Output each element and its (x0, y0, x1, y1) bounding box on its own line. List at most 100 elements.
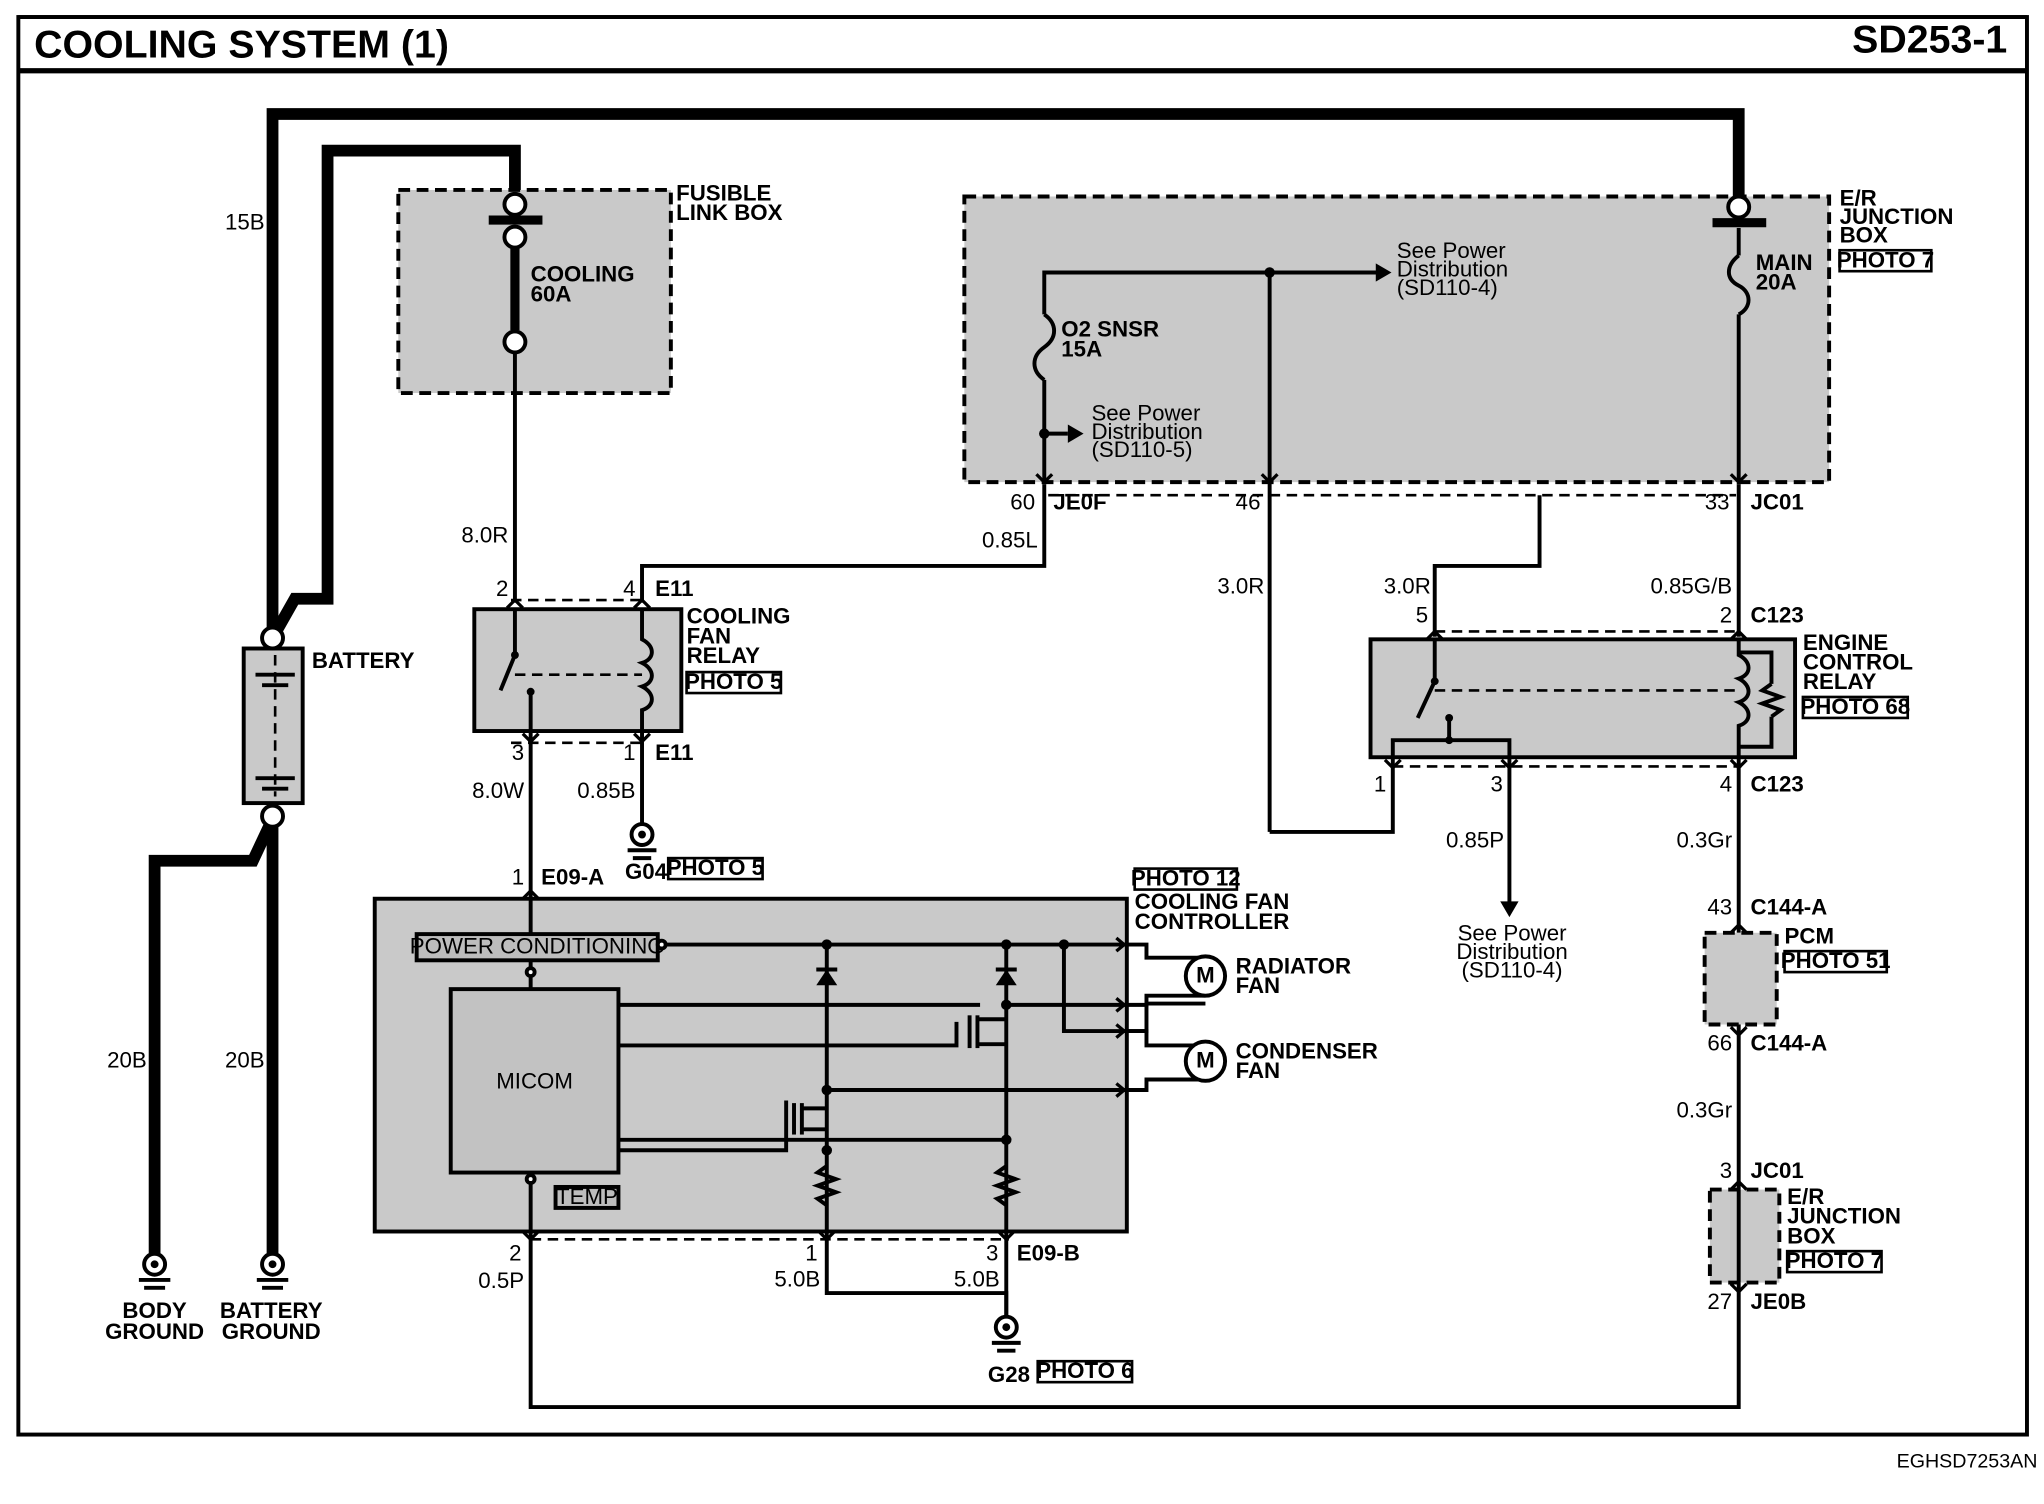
pin-33: 33 (1705, 490, 1730, 515)
wire-0-85l (640, 484, 1047, 603)
pd1-line2: Distribution (1397, 256, 1508, 281)
arrow-power-dist-2 (1067, 424, 1084, 443)
controller-title-2: CONTROLLER (1135, 909, 1290, 934)
cfr-pin4: 4 (623, 576, 635, 601)
ecr-pin4: 4 (1720, 771, 1732, 796)
pcm-pin-top: 43 (1707, 894, 1732, 919)
wire-5-0b-a-label: 5.0B (774, 1267, 820, 1292)
ecr-pin1: 1 (1374, 771, 1386, 796)
fusible-link-box-title-1: FUSIBLE (676, 180, 771, 205)
er-junction-box-bottom (1707, 1187, 1782, 1285)
ecr-connector-bottom: C123 (1751, 771, 1804, 796)
diagram-code: SD253-1 (1852, 17, 2007, 61)
g28-label: G28 (988, 1362, 1030, 1387)
pd1-line1: See Power (1397, 238, 1507, 263)
battery-ground-icon (256, 1251, 289, 1290)
er-jbox-top-title-2: JUNCTION (1840, 204, 1954, 229)
er-jbox-top-title-3: BOX (1840, 222, 1888, 247)
controller-connector-top: E09-A (541, 864, 604, 889)
battery-main-cable (266, 108, 1745, 639)
ecr-title-1: ENGINE (1803, 630, 1888, 655)
pd2-ref: (SD110-5) (1091, 437, 1192, 462)
ecr-connector-top: C123 (1751, 602, 1804, 627)
micom-block (448, 987, 621, 1175)
radiator-fan-label-2: FAN (1236, 973, 1281, 998)
pcm-pin-bottom: 66 (1707, 1031, 1732, 1056)
cfr-title-3: RELAY (687, 643, 761, 668)
pin-46: 46 (1236, 490, 1261, 515)
pcm-photo: PHOTO 51 (1781, 948, 1891, 973)
er-jbox-bottom-connector-top: JC01 (1751, 1158, 1804, 1183)
g28-ground-icon (991, 1314, 1021, 1353)
cfr-pin1: 1 (623, 740, 635, 765)
er-junction-box-top (962, 194, 1832, 485)
cooling-fan-relay-switch-icon (498, 609, 654, 732)
g04-label: G04 (625, 859, 668, 884)
cfr-pin2: 2 (496, 576, 508, 601)
fusible-link-box-title-2: LINK BOX (676, 200, 783, 225)
condenser-fan-label-1: CONDENSER (1236, 1039, 1378, 1064)
connector-jc01: JC01 (1751, 490, 1804, 515)
cooling-fuse-icon (488, 191, 543, 355)
controller-photo: PHOTO 12 (1131, 866, 1241, 891)
wire-0-3gr-a-label: 0.3Gr (1676, 828, 1732, 853)
ecr-pin5: 5 (1416, 602, 1428, 627)
pcm (1702, 930, 1779, 1027)
power-conditioning-label: POWER CONDITIONING (410, 934, 665, 959)
radiator-fan-motor-icon (1126, 942, 1228, 1034)
controller-circuit (618, 938, 1127, 1232)
wire-0-85gb-label: 0.85G/B (1650, 573, 1732, 598)
o2-fuse-icon (1032, 312, 1057, 382)
arrow-power-dist-1 (1375, 263, 1392, 282)
controller-pin2: 2 (509, 1240, 521, 1265)
wire-0-85b-label: 0.85B (577, 778, 635, 803)
wire-8-0w-label: 8.0W (472, 778, 524, 803)
ecr-title-3: RELAY (1803, 669, 1877, 694)
wire-5-0b-b-label: 5.0B (954, 1267, 1000, 1292)
wire-0-5p-label: 0.5P (478, 1268, 524, 1293)
controller-pin-top: 1 (512, 864, 524, 889)
main-fuse-name: MAIN (1756, 250, 1813, 275)
er-jbox-bottom-photo-tag (1785, 1249, 1883, 1274)
er-jbox-bottom-connector-bottom: JE0B (1751, 1289, 1807, 1314)
body-ground-label-2: GROUND (105, 1319, 204, 1344)
cfr-title-1: COOLING (687, 604, 791, 629)
g04-photo-tag (666, 856, 764, 881)
pcm-photo-tag (1783, 949, 1889, 974)
radiator-motor-label: M (1196, 963, 1215, 988)
main-fuse-rating: 20A (1756, 270, 1797, 295)
footer-code: EGHSD7253AN (1897, 1450, 2038, 1472)
ecr-title-2: CONTROL (1803, 649, 1913, 674)
o2-fuse-rating: 15A (1061, 336, 1102, 361)
pd2-line2: Distribution (1091, 419, 1202, 444)
cooling-fuse-rating: 60A (531, 281, 572, 306)
wire-20b-body: 20B (107, 1048, 147, 1073)
ecr-photo: PHOTO 68 (1800, 694, 1910, 719)
condenser-fan-label-2: FAN (1236, 1058, 1281, 1083)
connector-je0f: JE0F (1053, 490, 1106, 515)
battery-label: BATTERY (312, 648, 415, 673)
wire-3-0r-b-label: 3.0R (1384, 573, 1431, 598)
wire-8-0r-label: 8.0R (461, 522, 508, 547)
cfr-photo: PHOTO 5 (685, 669, 782, 694)
condenser-fan-motor-icon (1126, 1029, 1228, 1092)
page-title: COOLING SYSTEM (1) (34, 23, 449, 67)
er-jbox-bottom-title-3: BOX (1787, 1223, 1835, 1248)
condenser-motor-label: M (1196, 1048, 1215, 1073)
er-jbox-bottom-pin-bottom: 27 (1707, 1289, 1732, 1314)
wire-0-85p-label: 0.85P (1446, 828, 1504, 853)
pd3-line1: See Power (1458, 921, 1568, 946)
cooling-fuse-name: COOLING (531, 262, 635, 287)
pcm-label: PCM (1785, 923, 1834, 948)
g28-photo: PHOTO 6 (1036, 1358, 1133, 1383)
main-fuse-icon (1712, 194, 1767, 485)
wire-20b-battery: 20B (225, 1048, 265, 1073)
er-jbox-bottom-title-1: E/R (1787, 1184, 1824, 1209)
o2-fuse-name: O2 SNSR (1061, 317, 1159, 342)
wire-3-0r-a-label: 3.0R (1217, 573, 1264, 598)
battery-fusible-cable (267, 144, 521, 641)
body-ground-icon (138, 1251, 171, 1290)
ecr-pin3: 3 (1490, 771, 1502, 796)
body-ground-label-1: BODY (122, 1298, 186, 1323)
